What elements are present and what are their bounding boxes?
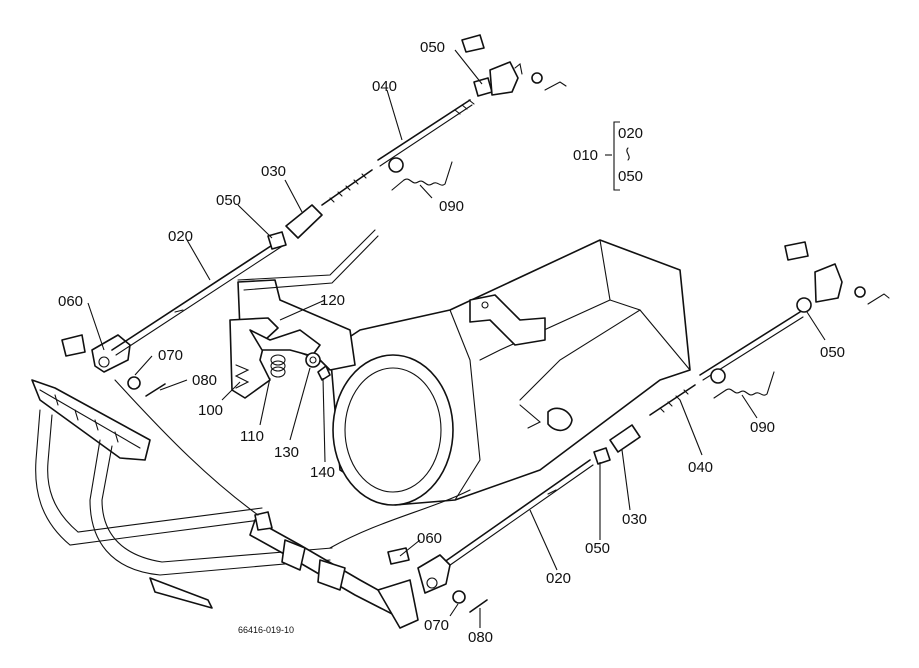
- callout-070-left: 070: [158, 347, 183, 364]
- callout-120: 120: [320, 292, 345, 309]
- spring-110: [270, 354, 286, 378]
- transmission-housing: [329, 239, 691, 506]
- callouts: 050 040 030 050 020 060 070 080 090 120 …: [58, 39, 845, 646]
- rod-assembly-upper: [61, 34, 567, 397]
- callout-040-right: 040: [688, 459, 713, 476]
- callout-080-bottom: 080: [468, 629, 493, 646]
- pin-140: [317, 365, 331, 381]
- leader-lines: [87, 49, 826, 628]
- callout-020-left: 020: [168, 228, 193, 245]
- group-bracket-010: [605, 121, 630, 191]
- callout-070-bottom: 070: [424, 617, 449, 634]
- callout-110: 110: [240, 428, 264, 445]
- callout-010-range-end: 050: [618, 168, 643, 185]
- callout-090-top: 090: [439, 198, 464, 215]
- callout-050-bottom: 050: [585, 540, 610, 557]
- callout-030-top: 030: [261, 163, 286, 180]
- lever-bracket-assembly: [229, 229, 379, 399]
- washer-130: [305, 352, 321, 368]
- callout-030-right: 030: [622, 511, 647, 528]
- callout-050-left: 050: [216, 192, 241, 209]
- callout-010-range-start: 020: [618, 125, 643, 142]
- callout-090-right: 090: [750, 419, 775, 436]
- callout-050-right: 050: [820, 344, 845, 361]
- callout-040-top: 040: [372, 78, 397, 95]
- callout-100: 100: [198, 402, 223, 419]
- rod-assembly-lower: [387, 241, 890, 613]
- callout-060-bottom: 060: [417, 530, 442, 547]
- callout-130: 130: [274, 444, 299, 461]
- callout-140: 140: [310, 464, 335, 481]
- callout-080-left: 080: [192, 372, 217, 389]
- callout-060-left: 060: [58, 293, 83, 310]
- callout-010: 010: [573, 147, 598, 164]
- callout-020-bottom: 020: [546, 570, 571, 587]
- callout-050-top: 050: [420, 39, 445, 56]
- pedal-assembly: [31, 379, 471, 629]
- drawing-number: 66416-019-10: [238, 625, 294, 635]
